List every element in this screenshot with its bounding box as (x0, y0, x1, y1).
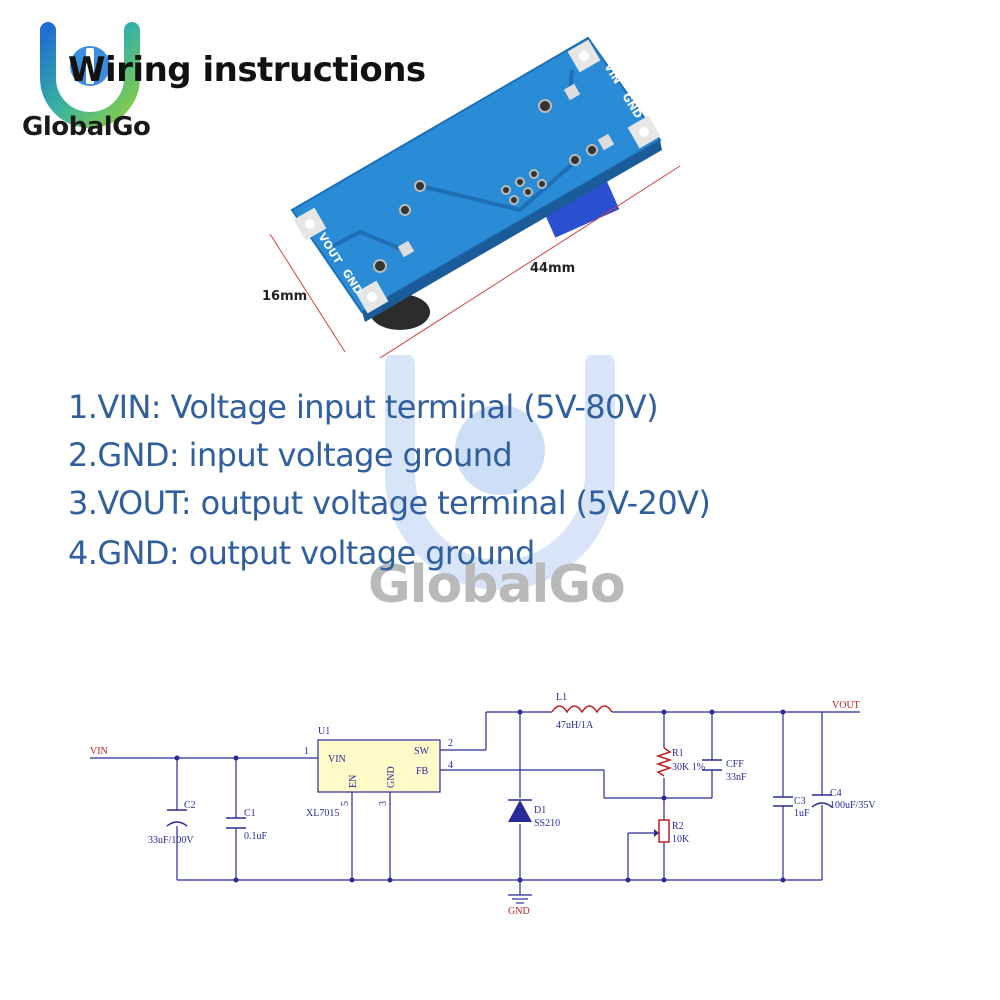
ic-pin-vin: VIN (328, 754, 346, 765)
pin-description-gnd-out: 4.GND: output voltage ground (68, 534, 535, 572)
width-dimension-line (269, 233, 346, 353)
vout-net-label: VOUT (832, 700, 860, 711)
ic-pin-number-1: 1 (304, 746, 309, 757)
xl7015-ic (317, 739, 441, 793)
gnd-in-hole (639, 127, 649, 137)
ic-pin-sw: SW (414, 746, 430, 757)
cff-capacitor-symbol (702, 759, 722, 771)
ic-pin-gnd: GND (386, 766, 397, 788)
d1-ref: D1 (534, 805, 546, 816)
vin-net-label: VIN (90, 746, 108, 757)
ic-pin-number-4: 4 (448, 760, 453, 771)
gnd-net-label: GND (508, 906, 530, 917)
pcb-pad (397, 240, 415, 258)
pcb-vias (373, 99, 598, 273)
inductor-shape (541, 177, 620, 238)
c1-capacitor-symbol (226, 817, 246, 829)
c4-value: 100uF/35V (830, 800, 876, 811)
r1-ref: R1 (672, 748, 684, 759)
ic-pin-number-2: 2 (448, 738, 453, 749)
r2-potentiometer-symbol (654, 819, 670, 843)
pcb-edge (362, 140, 662, 322)
l1-value: 47uH/1A (556, 720, 594, 731)
ic-pin-number-3: 3 (378, 801, 389, 806)
pcb-pad (597, 133, 615, 151)
cff-value: 33nF (726, 772, 747, 783)
ic-pin-fb: FB (416, 766, 429, 777)
watermark-logo-icon (385, 355, 615, 590)
r2-ref: R2 (672, 821, 684, 832)
d1-value: SS210 (534, 818, 560, 829)
l1-inductor-symbol (551, 705, 613, 714)
r1-resistor-symbol (655, 747, 673, 777)
r2-value: 10K (672, 834, 690, 845)
d1-diode-symbol (508, 799, 532, 822)
cff-ref: CFF (726, 759, 744, 770)
page-title: Wiring instructions (68, 50, 426, 90)
c4-capacitor-symbol (811, 794, 833, 808)
length-dimension-line (379, 165, 681, 359)
u1-ref: U1 (318, 726, 330, 737)
length-dimension-label: 44mm (530, 261, 575, 276)
pin-description-gnd-in: 2.GND: input voltage ground (68, 436, 513, 474)
width-dimension-label: 16mm (262, 289, 307, 304)
pcb-trace (332, 229, 405, 252)
ic-pin-number-5: 5 (340, 801, 351, 806)
globalgo-logo-icon (40, 22, 140, 128)
c1-value: 0.1uF (244, 831, 268, 842)
board-illustration: VOUT GND VIN GND 44mm 16mm (262, 36, 681, 359)
c2-ref: C2 (184, 800, 196, 811)
c1-ref: C1 (244, 808, 256, 819)
pin-description-vin: 1.VIN: Voltage input terminal (5V-80V) (68, 388, 659, 426)
vin-hole (579, 51, 589, 61)
pcb-pad (563, 83, 581, 101)
logo-text: GlobalGo (22, 112, 151, 142)
l1-ref: L1 (556, 692, 567, 703)
schematic-junctions (174, 709, 786, 883)
vout-hole (305, 219, 315, 229)
c2-value: 33uF/100V (148, 835, 194, 846)
watermark-text: GlobalGo (368, 555, 626, 615)
c2-capacitor-symbol (166, 809, 188, 827)
u1-part: XL7015 (306, 808, 339, 819)
c3-value: 1uF (794, 808, 810, 819)
c3-capacitor-symbol (773, 796, 793, 807)
pcb-trace (419, 160, 577, 213)
schematic-wires (90, 711, 860, 904)
circuit-schematic: VIN VOUT GND U1 XL7015 VIN SW FB EN GND … (90, 692, 876, 917)
c4-ref: C4 (830, 788, 842, 799)
c3-ref: C3 (794, 796, 806, 807)
gnd-out-hole (367, 292, 377, 302)
pin-description-vout: 3.VOUT: output voltage terminal (5V-20V) (68, 484, 711, 522)
r1-value: 30K 1% (672, 762, 705, 773)
ic-pin-en: EN (348, 775, 359, 788)
